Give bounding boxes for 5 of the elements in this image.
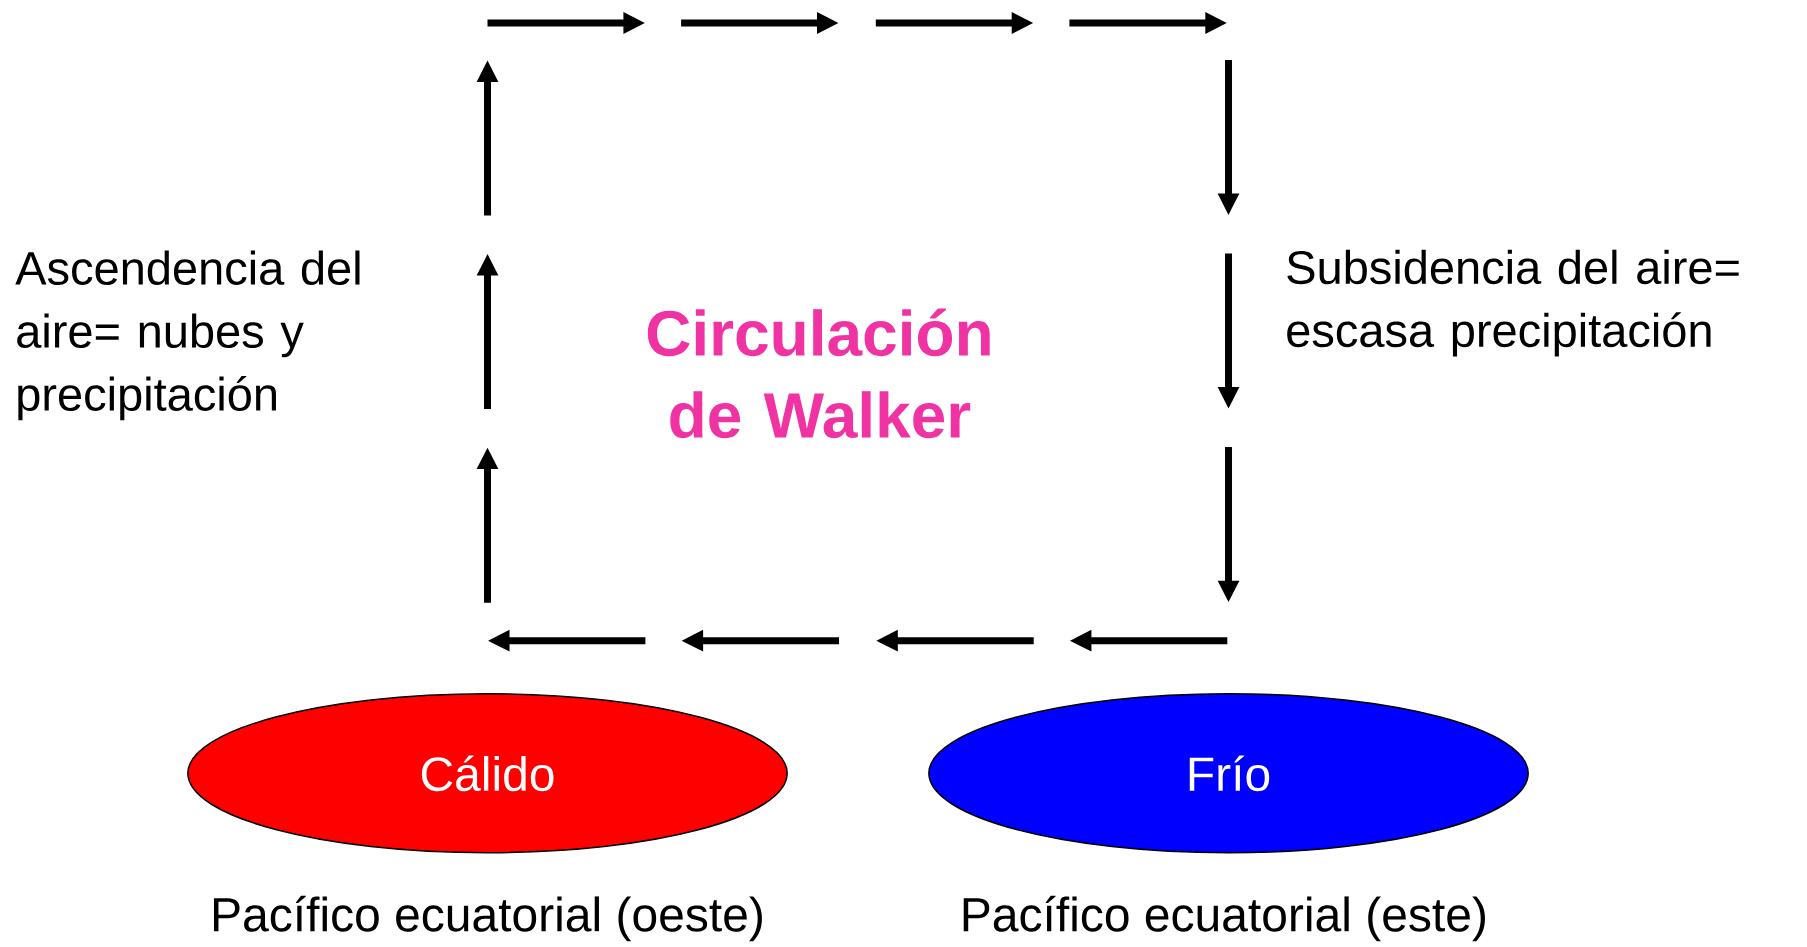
node-label: Pacífico ecuatorial (este) [963,895,1485,942]
annotation-text: Subsidencia del aire= escasa precipitación [1287,249,1739,357]
node-label: Pacífico ecuatorial (oeste) [214,895,762,942]
annotation-text: Ascendencia del aire= nubes y precipitación [15,250,360,421]
title: Circulación de Walker [647,308,990,439]
